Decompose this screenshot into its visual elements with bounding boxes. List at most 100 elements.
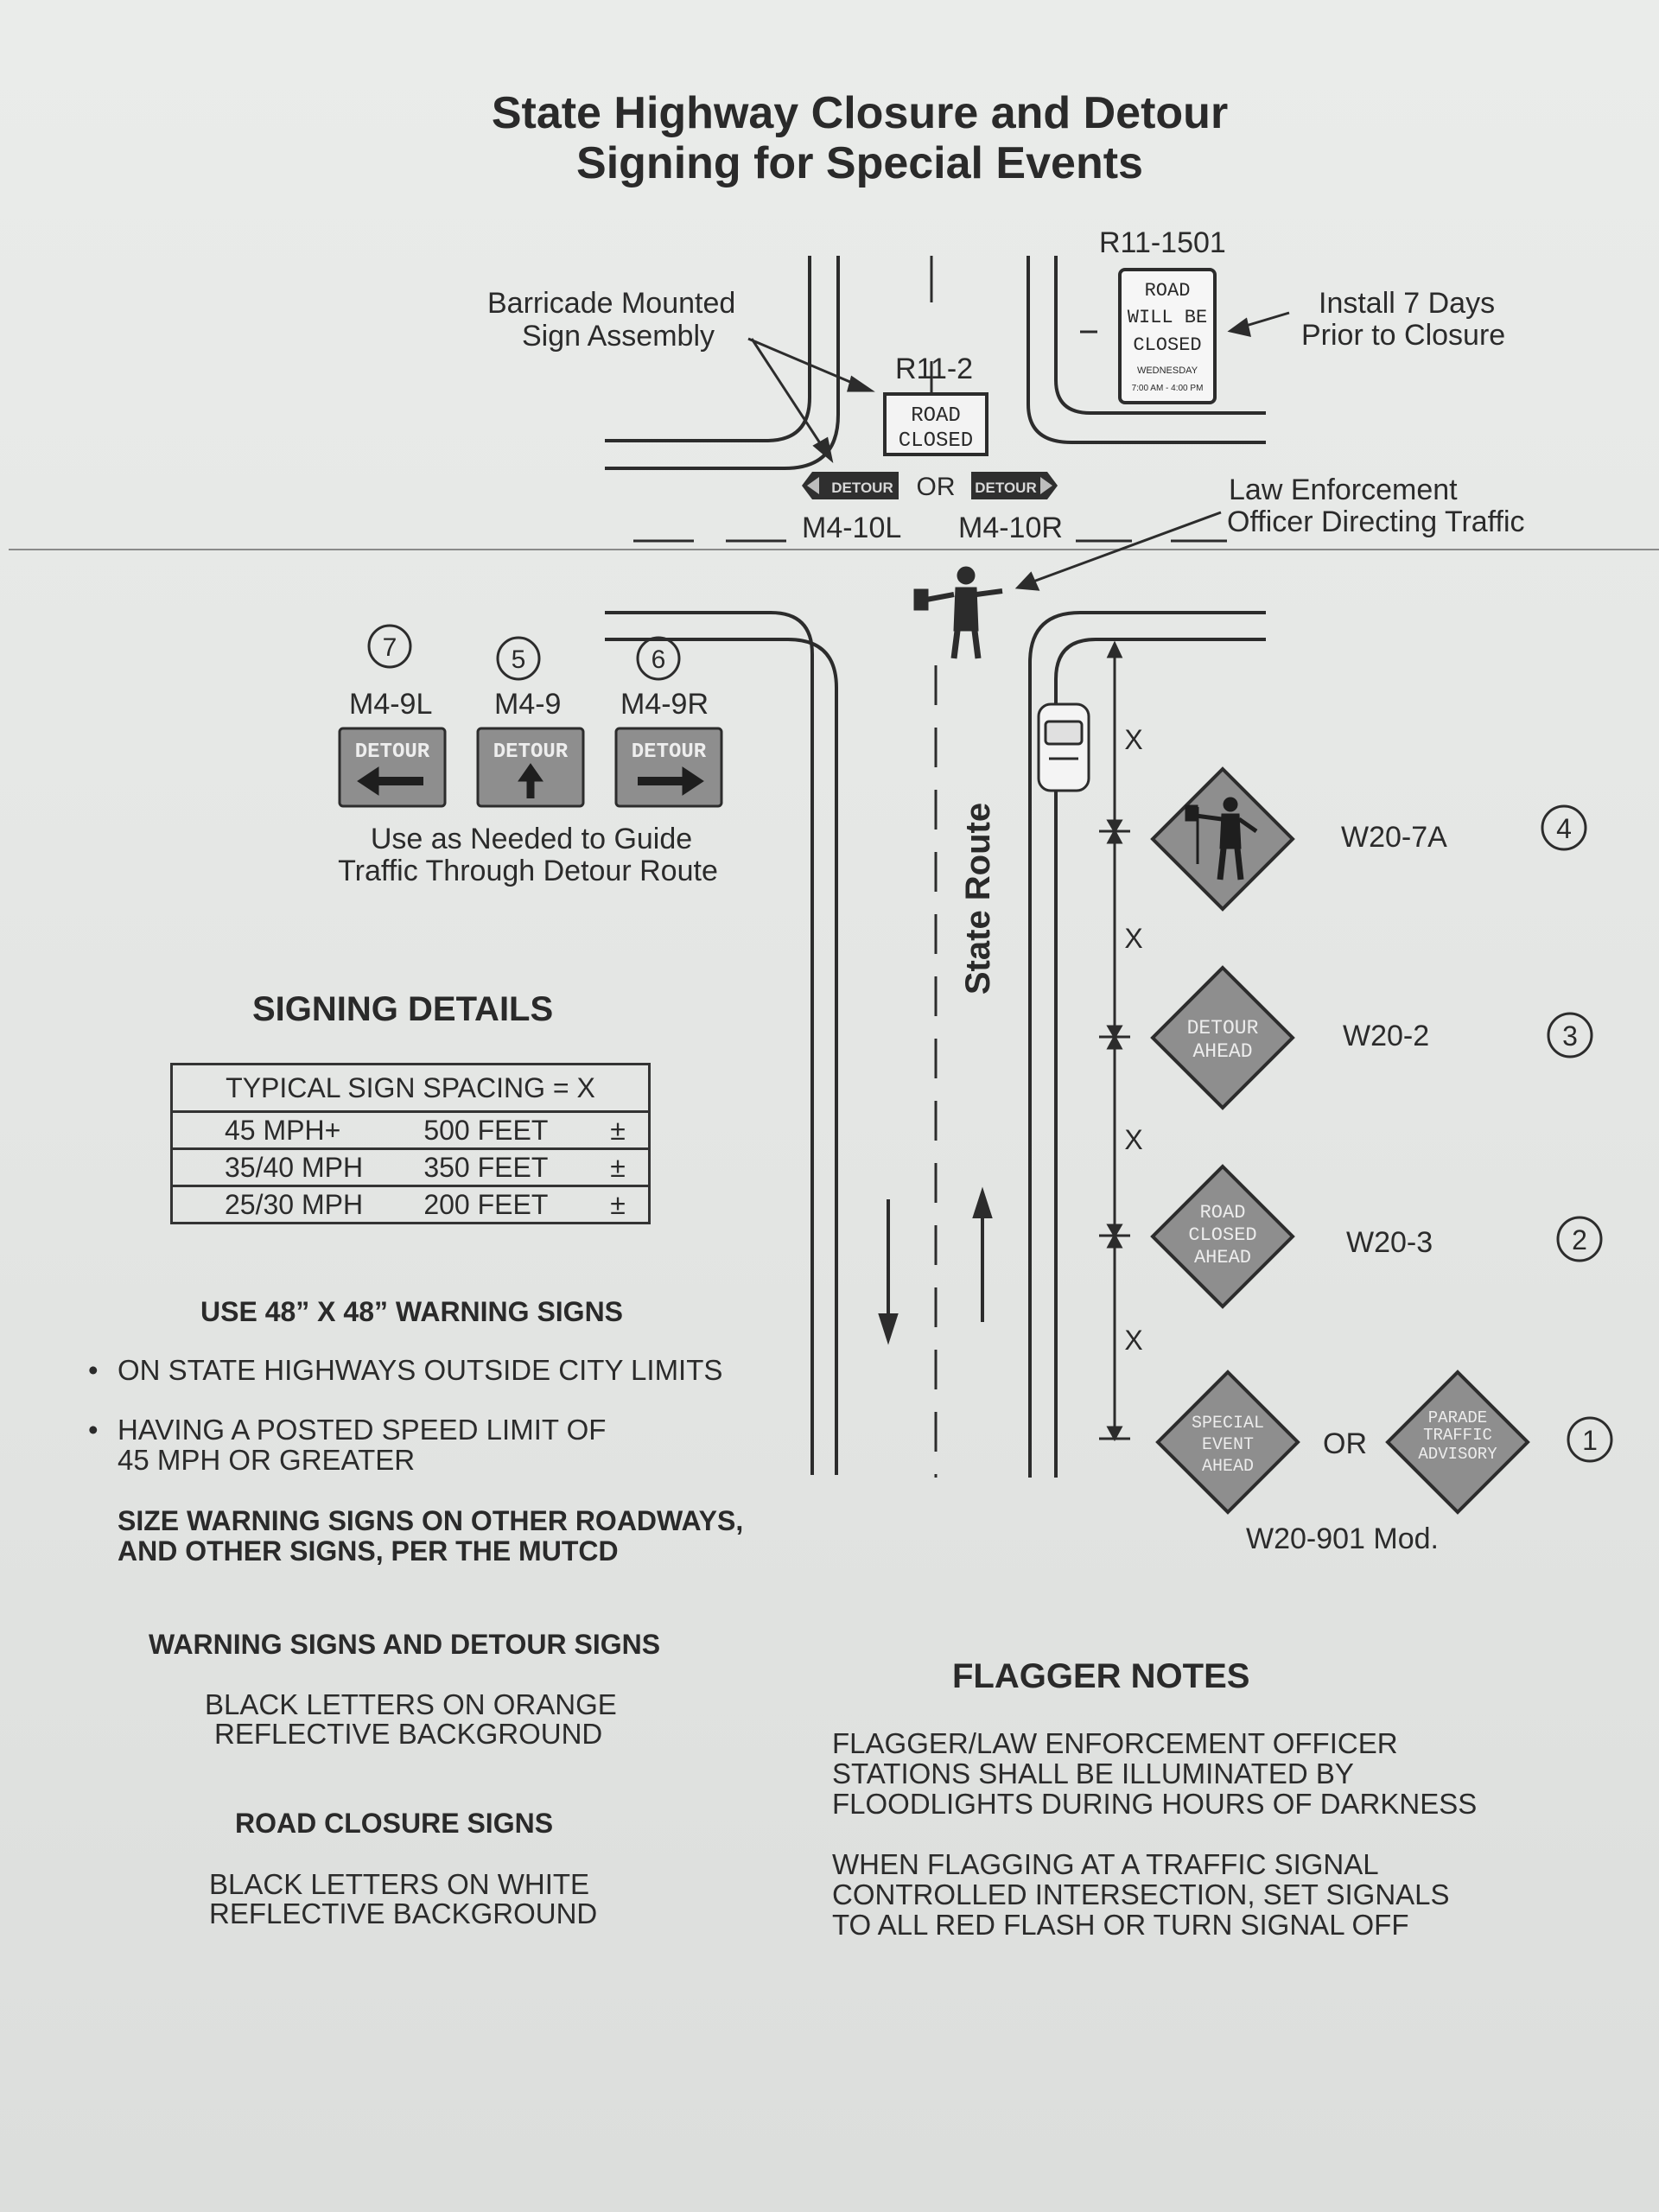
- r11-2-line-2: CLOSED: [899, 429, 973, 453]
- warning-detour-body-2: REFLECTIVE BACKGROUND: [214, 1718, 603, 1750]
- title-line-1: State Highway Closure and Detour: [491, 88, 1229, 138]
- svg-text:EVENT: EVENT: [1202, 1435, 1254, 1455]
- r11-2-line-1: ROAD: [911, 404, 961, 428]
- flagger-para1-2: STATIONS SHALL BE ILLUMINATED BY: [832, 1758, 1354, 1789]
- flagger-para2-1: WHEN FLAGGING AT A TRAFFIC SIGNAL: [832, 1848, 1379, 1880]
- m4-9-sign: DETOUR: [476, 727, 585, 808]
- w20-2-sign: DETOUR AHEAD: [1150, 965, 1295, 1110]
- arrow-up-icon: [972, 1186, 993, 1218]
- m4-9l-code: M4-9L: [349, 688, 433, 721]
- officer-label-2: Officer Directing Traffic: [1227, 505, 1525, 538]
- spacing-table-header: TYPICAL SIGN SPACING = X: [170, 1063, 651, 1113]
- table-row: 35/40 MPH 350 FEET ±: [170, 1147, 651, 1187]
- w20-7a-code: W20-7A: [1341, 821, 1447, 854]
- m4-9l-sign: DETOUR: [338, 727, 447, 808]
- bullet-state-highways: ON STATE HIGHWAYS OUTSIDE CITY LIMITS: [88, 1354, 722, 1387]
- table-row: 25/30 MPH 200 FEET ±: [170, 1185, 651, 1224]
- m4-10r-plate: DETOUR: [971, 472, 1058, 499]
- svg-text:DETOUR: DETOUR: [831, 480, 893, 496]
- car-icon: [1037, 702, 1090, 792]
- w20-901-sign-special-event: SPECIAL EVENT AHEAD: [1155, 1370, 1300, 1515]
- flagger-para1-1: FLAGGER/LAW ENFORCEMENT OFFICER: [832, 1727, 1398, 1759]
- arrow-right-icon: [638, 766, 704, 796]
- spacing-x-1: X: [1124, 724, 1142, 755]
- closure-heading: ROAD CLOSURE SIGNS: [235, 1808, 554, 1839]
- warning-detour-heading: WARNING SIGNS AND DETOUR SIGNS: [149, 1629, 661, 1660]
- detour-note-1: Use as Needed to Guide: [370, 823, 693, 855]
- num-4: 4: [1556, 813, 1572, 844]
- lower-road-left-outer: [605, 638, 838, 1475]
- title-line-2: Signing for Special Events: [576, 138, 1143, 188]
- flagger-para2-3: TO ALL RED FLASH OR TURN SIGNAL OFF: [832, 1909, 1409, 1941]
- arrow-down-icon: [878, 1313, 899, 1345]
- detour-note-2: Traffic Through Detour Route: [338, 855, 718, 887]
- w20-901-code: W20-901 Mod.: [1246, 1522, 1439, 1555]
- r11-2-code: R11-2: [895, 353, 974, 385]
- num-2: 2: [1572, 1224, 1587, 1255]
- svg-text:DETOUR: DETOUR: [1187, 1017, 1259, 1039]
- svg-text:AHEAD: AHEAD: [1192, 1040, 1252, 1063]
- closure-body-2: REFLECTIVE BACKGROUND: [209, 1897, 598, 1929]
- spacing-x-4: X: [1124, 1325, 1142, 1356]
- table-row: 45 MPH+ 500 FEET ±: [170, 1110, 651, 1150]
- num-6: 6: [652, 645, 666, 674]
- m4-9-code: M4-9: [494, 688, 562, 721]
- barricade-label-2: Sign Assembly: [522, 320, 715, 353]
- w20-901-sign-parade: PARADE TRAFFIC ADVISORY: [1385, 1370, 1530, 1515]
- top-road-right-inner: [1027, 256, 1266, 444]
- closure-body-1: BLACK LETTERS ON WHITE: [209, 1868, 590, 1900]
- flagger-notes-heading: FLAGGER NOTES: [952, 1657, 1250, 1695]
- arrow-up-icon: [518, 763, 543, 798]
- install-note-1: Install 7 Days: [1319, 287, 1496, 320]
- lower-road-left-inner: [605, 611, 814, 1475]
- officer-label-1: Law Enforcement: [1229, 474, 1458, 506]
- lower-road-right-outer: [1028, 611, 1266, 1478]
- svg-text:CLOSED: CLOSED: [1133, 334, 1201, 356]
- svg-text:DETOUR: DETOUR: [493, 741, 569, 764]
- size-note-1: SIZE WARNING SIGNS ON OTHER ROADWAYS,: [118, 1505, 744, 1536]
- sign-spacing-table: TYPICAL SIGN SPACING = X 45 MPH+ 500 FEE…: [170, 1063, 651, 1224]
- svg-text:TRAFFIC: TRAFFIC: [1423, 1426, 1492, 1445]
- spacing-x-2: X: [1124, 923, 1142, 954]
- state-route-label: State Route: [959, 803, 997, 995]
- bullet-speed-limit-2: 45 MPH OR GREATER: [118, 1444, 416, 1476]
- svg-text:PARADE: PARADE: [1428, 1408, 1487, 1427]
- r11-2-sign: ROAD CLOSED: [883, 392, 988, 456]
- svg-text:ADVISORY: ADVISORY: [1418, 1445, 1497, 1464]
- officer-icon: [913, 566, 1003, 659]
- svg-text:ROAD: ROAD: [1200, 1202, 1246, 1224]
- size-note-2: AND OTHER SIGNS, PER THE MUTCD: [118, 1535, 619, 1567]
- w20-3-sign: ROAD CLOSED AHEAD: [1150, 1164, 1295, 1309]
- num-7: 7: [383, 633, 397, 662]
- w20-901-or: OR: [1323, 1427, 1367, 1460]
- num-5: 5: [512, 645, 526, 674]
- bullet-speed-limit-1: HAVING A POSTED SPEED LIMIT OF: [88, 1414, 606, 1446]
- use-warning-signs-heading: USE 48” X 48” WARNING SIGNS: [200, 1296, 624, 1327]
- flagger-para2-2: CONTROLLED INTERSECTION, SET SIGNALS: [832, 1878, 1450, 1910]
- install-note-2: Prior to Closure: [1301, 319, 1506, 352]
- svg-text:CLOSED: CLOSED: [1188, 1224, 1256, 1246]
- m4-10r-code: M4-10R: [958, 512, 1063, 544]
- m4-10l-code: M4-10L: [802, 512, 902, 544]
- w20-7a-sign: [1150, 766, 1295, 912]
- svg-text:7:00 AM - 4:00 PM: 7:00 AM - 4:00 PM: [1132, 384, 1204, 393]
- r11-1501-sign: ROAD WILL BE CLOSED WEDNESDAY 7:00 AM - …: [1118, 268, 1217, 404]
- num-1: 1: [1582, 1425, 1598, 1456]
- plates-or: OR: [917, 473, 956, 501]
- w20-3-code: W20-3: [1346, 1226, 1433, 1259]
- m4-9r-sign: DETOUR: [614, 727, 723, 808]
- flagger-icon: [1185, 797, 1258, 880]
- flagger-para1-3: FLOODLIGHTS DURING HOURS OF DARKNESS: [832, 1788, 1478, 1820]
- svg-text:DETOUR: DETOUR: [632, 741, 707, 764]
- spacing-x-3: X: [1124, 1124, 1142, 1155]
- svg-text:AHEAD: AHEAD: [1194, 1247, 1251, 1268]
- lower-road-right-inner: [1054, 638, 1266, 1478]
- svg-text:DETOUR: DETOUR: [975, 480, 1036, 496]
- svg-text:DETOUR: DETOUR: [355, 741, 430, 764]
- w20-2-code: W20-2: [1343, 1020, 1430, 1052]
- svg-text:AHEAD: AHEAD: [1202, 1457, 1254, 1477]
- num-3: 3: [1562, 1020, 1578, 1052]
- m4-9r-code: M4-9R: [620, 688, 709, 721]
- svg-text:ROAD: ROAD: [1145, 280, 1191, 302]
